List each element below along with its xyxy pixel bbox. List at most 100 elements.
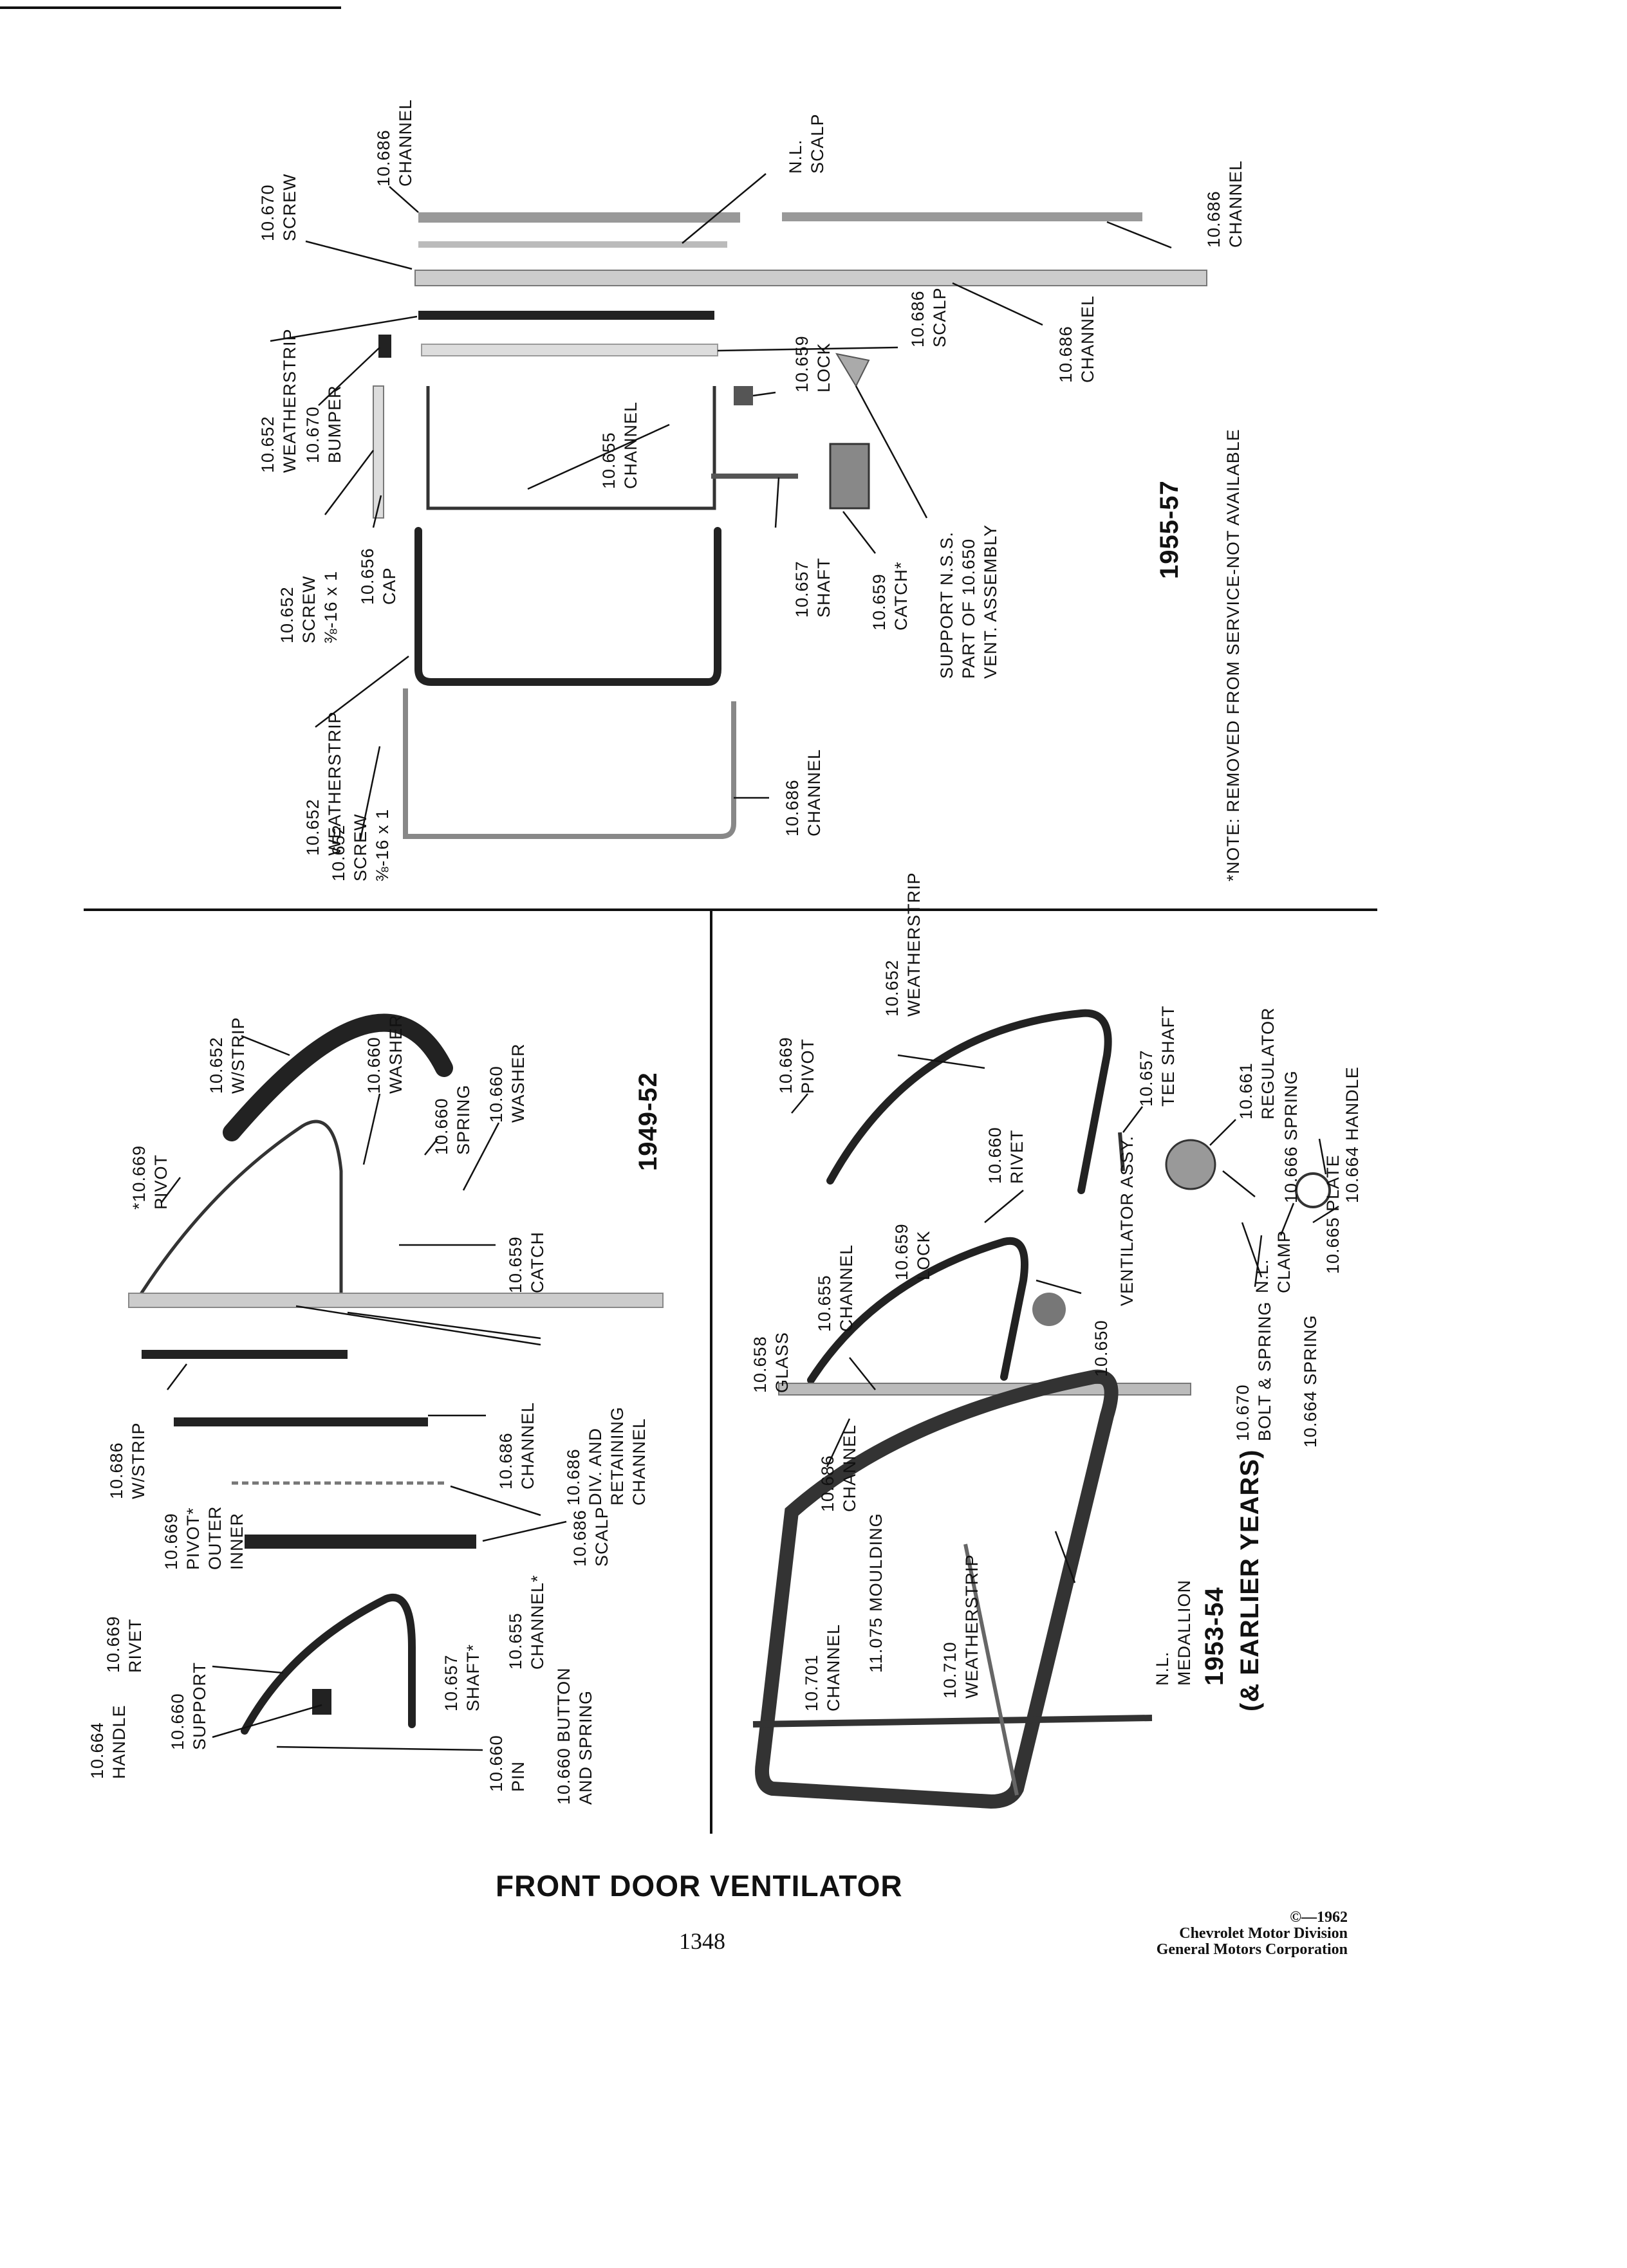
scalp-piece bbox=[835, 353, 870, 388]
label-line: SCREW bbox=[280, 174, 299, 242]
label-line: 10.661 bbox=[1236, 1062, 1256, 1120]
scalp-bar bbox=[421, 344, 718, 356]
label-line: 10.665 PLATE bbox=[1323, 1154, 1343, 1274]
regulator bbox=[1165, 1139, 1216, 1190]
door-frame bbox=[755, 1369, 1119, 1809]
scalp-bar bbox=[245, 1535, 476, 1549]
label-line: SPRING bbox=[454, 1084, 473, 1155]
label-line: DIV. AND bbox=[586, 1428, 605, 1506]
long-channel bbox=[414, 270, 1207, 286]
lower-channel bbox=[752, 1715, 1153, 1728]
label-line: 10.670 bbox=[1233, 1384, 1252, 1441]
section-1953-54-label: 10.666 SPRING bbox=[1281, 1070, 1301, 1203]
label-line: 10.652 bbox=[303, 798, 322, 856]
label-line: PIVOT bbox=[151, 1154, 171, 1210]
label-line: TEE SHAFT bbox=[1158, 1005, 1178, 1107]
label-line: 10.652 bbox=[207, 1037, 226, 1094]
label-line: 10.659 bbox=[869, 573, 889, 631]
label-line: CHANNEL bbox=[1226, 160, 1245, 248]
section-1953-54-label: 11.075 MOULDING bbox=[866, 1513, 886, 1673]
label-line: RETAINING bbox=[608, 1406, 627, 1506]
copyright-line: Chevrolet Motor Division bbox=[1179, 1925, 1348, 1942]
label-line: VENTILATOR ASSY. bbox=[1117, 1136, 1137, 1306]
label-line: 10.660 bbox=[487, 1735, 506, 1792]
leaders-lower bbox=[160, 1035, 1339, 1751]
vent-frame bbox=[133, 1120, 343, 1304]
label-line: N.L. bbox=[1153, 1651, 1172, 1686]
label-line: 10.710 bbox=[940, 1641, 960, 1699]
label-line: RIVET bbox=[1007, 1129, 1027, 1184]
tee-shaft bbox=[1118, 1132, 1125, 1172]
support bbox=[312, 1689, 331, 1715]
section-1953-54-label: 10.664 SPRING bbox=[1301, 1314, 1320, 1448]
label-line: 10.686 bbox=[496, 1432, 516, 1489]
label-line: BOLT & SPRING bbox=[1255, 1301, 1274, 1441]
label-line: PIVOT* bbox=[183, 1507, 203, 1570]
year-heading-1955-57: 1955-57 bbox=[1155, 480, 1184, 579]
label-line: AND SPRING bbox=[576, 1690, 595, 1805]
label-line: 10.664 bbox=[88, 1722, 107, 1779]
label-line: WASHER bbox=[386, 1014, 405, 1094]
year-heading-1953-54: 1953-54 bbox=[1200, 1587, 1229, 1686]
catch bbox=[829, 443, 870, 510]
label-line: 10.656 bbox=[358, 548, 377, 605]
label-line: N.L. bbox=[1252, 1258, 1272, 1293]
label-line: HANDLE bbox=[109, 1704, 129, 1779]
label-line: 10.686 bbox=[1204, 190, 1223, 248]
label-line: 10.660 BUTTON bbox=[554, 1667, 573, 1805]
label-line: 10.655 bbox=[815, 1275, 834, 1332]
label-line: PIN bbox=[508, 1761, 528, 1792]
label-line: 10.658 bbox=[750, 1336, 770, 1393]
label-line: WEATHERSTRIP bbox=[904, 872, 924, 1017]
label-line: CATCH bbox=[528, 1231, 547, 1293]
label-line: 10.686 bbox=[570, 1509, 590, 1567]
label-line: 10.670 bbox=[303, 406, 322, 463]
label-line: 10.657 bbox=[442, 1654, 461, 1711]
label-line: 10.657 bbox=[792, 560, 812, 618]
section-1953-54-label: N.L.CLAMP bbox=[1252, 1230, 1294, 1293]
label-line: 10.650 bbox=[1092, 1320, 1111, 1377]
label-line: 1949-52 bbox=[634, 1072, 662, 1171]
copyright-block: ©—1962 Chevrolet Motor Division General … bbox=[1157, 1909, 1348, 1959]
label-line: CHANNEL bbox=[396, 99, 415, 187]
label-line: 10.669 bbox=[104, 1616, 123, 1673]
label-line: CHANNEL bbox=[840, 1424, 859, 1512]
label-line: 10.657 bbox=[1137, 1049, 1156, 1107]
channel-u bbox=[403, 688, 736, 839]
label-line: 10.686 bbox=[1056, 326, 1075, 383]
label-line: RIVET bbox=[126, 1618, 145, 1673]
label-line: 10.655 bbox=[506, 1612, 525, 1670]
channel-frame bbox=[426, 386, 716, 510]
lock bbox=[734, 386, 753, 405]
label-line: WEATHERSTRIP bbox=[280, 328, 299, 473]
label-line: W/STRIP bbox=[228, 1017, 248, 1094]
label-line: (& EARLIER YEARS) bbox=[1236, 1450, 1264, 1711]
label-line: 10.664 HANDLE bbox=[1343, 1066, 1362, 1203]
label-line: ⅜-16 x 1 bbox=[373, 809, 392, 881]
label-line: 10.686 bbox=[107, 1442, 126, 1499]
label-line: CATCH* bbox=[891, 561, 911, 631]
label-line: 10.686 bbox=[564, 1448, 583, 1506]
label-line: 10.701 bbox=[802, 1654, 821, 1711]
